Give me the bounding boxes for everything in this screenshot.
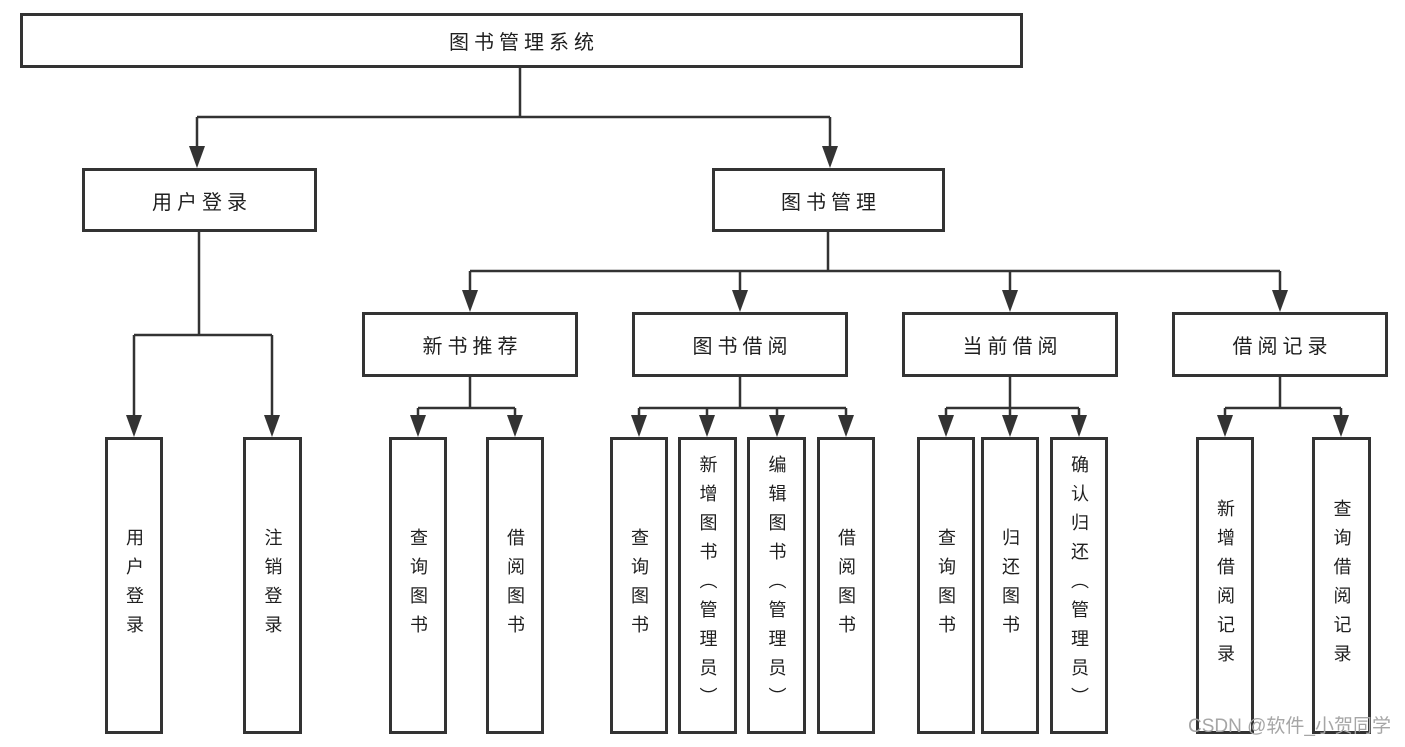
- leaf-borrow-books: 借阅图书: [817, 437, 875, 734]
- leaf-query-books-borrow-label: 查询图书: [629, 527, 649, 644]
- node-user-login-label: 用户登录: [152, 191, 252, 214]
- node-root: 图书管理系统: [20, 13, 1023, 68]
- leaf-query-books-current: 查询图书: [917, 437, 975, 734]
- leaf-add-borrow-record-label: 新增借阅记录: [1215, 498, 1235, 673]
- arrowhead: [507, 415, 523, 437]
- arrowhead: [410, 415, 426, 437]
- arrowhead: [1071, 415, 1087, 437]
- leaf-borrow-books-recommend-label: 借阅图书: [505, 527, 525, 644]
- leaf-return-books-label: 归还图书: [1000, 527, 1020, 644]
- leaf-user-login-label: 用户登录: [124, 527, 144, 644]
- arrowhead: [1333, 415, 1349, 437]
- node-book-management: 图书管理: [712, 168, 945, 232]
- leaf-query-books-borrow: 查询图书: [610, 437, 668, 734]
- connector-borrow-to-leaves: [631, 377, 854, 437]
- node-current-borrow: 当前借阅: [902, 312, 1118, 377]
- connector-current-to-leaves: [938, 377, 1087, 437]
- node-book-borrow-label: 图书借阅: [692, 336, 793, 358]
- leaf-edit-books-admin: 编辑图书（管理员）: [747, 437, 806, 734]
- leaf-logout-label: 注销登录: [262, 527, 283, 644]
- arrowhead: [189, 146, 205, 168]
- node-root-label: 图书管理系统: [449, 32, 599, 54]
- leaf-confirm-return-admin: 确认归还（管理员）: [1050, 437, 1108, 734]
- leaf-confirm-return-admin-label: 确认归还（管理员）: [1069, 455, 1089, 716]
- arrowhead: [1002, 415, 1018, 437]
- leaf-add-borrow-record: 新增借阅记录: [1196, 437, 1254, 734]
- node-borrow-records-label: 借阅记录: [1232, 336, 1333, 358]
- node-new-book-recommend-label: 新书推荐: [422, 336, 523, 358]
- branch-line: [468, 232, 1282, 291]
- leaf-query-borrow-record: 查询借阅记录: [1312, 437, 1371, 734]
- leaf-query-books-recommend: 查询图书: [389, 437, 447, 734]
- arrowhead: [769, 415, 785, 437]
- branch-line: [132, 232, 274, 416]
- csdn-watermark: CSDN @软件_小贺同学: [1188, 716, 1391, 737]
- node-current-borrow-label: 当前借阅: [962, 336, 1063, 358]
- leaf-add-books-admin: 新增图书（管理员）: [678, 437, 737, 734]
- arrowhead: [631, 415, 647, 437]
- arrowhead: [264, 415, 280, 437]
- node-book-borrow: 图书借阅: [632, 312, 848, 377]
- leaf-logout: 注销登录: [243, 437, 302, 734]
- arrowhead: [732, 290, 748, 312]
- leaf-edit-books-admin-label: 编辑图书（管理员）: [766, 455, 787, 716]
- arrowhead: [838, 415, 854, 437]
- node-borrow-records: 借阅记录: [1172, 312, 1388, 377]
- node-new-book-recommend: 新书推荐: [362, 312, 578, 377]
- arrowhead: [1002, 290, 1018, 312]
- branch-line: [637, 377, 848, 416]
- leaf-query-books-recommend-label: 查询图书: [408, 527, 428, 644]
- connector-records-to-leaves: [1217, 377, 1349, 437]
- arrowhead: [699, 415, 715, 437]
- branch-line: [1223, 377, 1343, 416]
- arrowhead: [1272, 290, 1288, 312]
- branch-line: [416, 377, 517, 416]
- arrowhead: [938, 415, 954, 437]
- connector-user-login-to-leaves: [126, 232, 280, 437]
- leaf-query-borrow-record-label: 查询借阅记录: [1331, 498, 1352, 673]
- leaf-borrow-books-recommend: 借阅图书: [486, 437, 544, 734]
- arrowhead: [126, 415, 142, 437]
- leaf-query-books-current-label: 查询图书: [936, 527, 956, 644]
- node-book-management-label: 图书管理: [781, 191, 881, 214]
- leaf-add-books-admin-label: 新增图书（管理员）: [697, 455, 718, 716]
- connector-book-mgmt-to-level3: [462, 232, 1288, 312]
- leaf-return-books: 归还图书: [981, 437, 1039, 734]
- leaf-borrow-books-label: 借阅图书: [836, 527, 856, 644]
- branch-line: [944, 377, 1081, 416]
- node-user-login: 用户登录: [82, 168, 317, 232]
- arrowhead: [462, 290, 478, 312]
- arrowhead: [1217, 415, 1233, 437]
- leaf-user-login: 用户登录: [105, 437, 163, 734]
- connector-new-rec-to-leaves: [410, 377, 523, 437]
- arrowhead: [822, 146, 838, 168]
- branch-line: [195, 68, 832, 147]
- connector-root-to-level2: [189, 68, 838, 168]
